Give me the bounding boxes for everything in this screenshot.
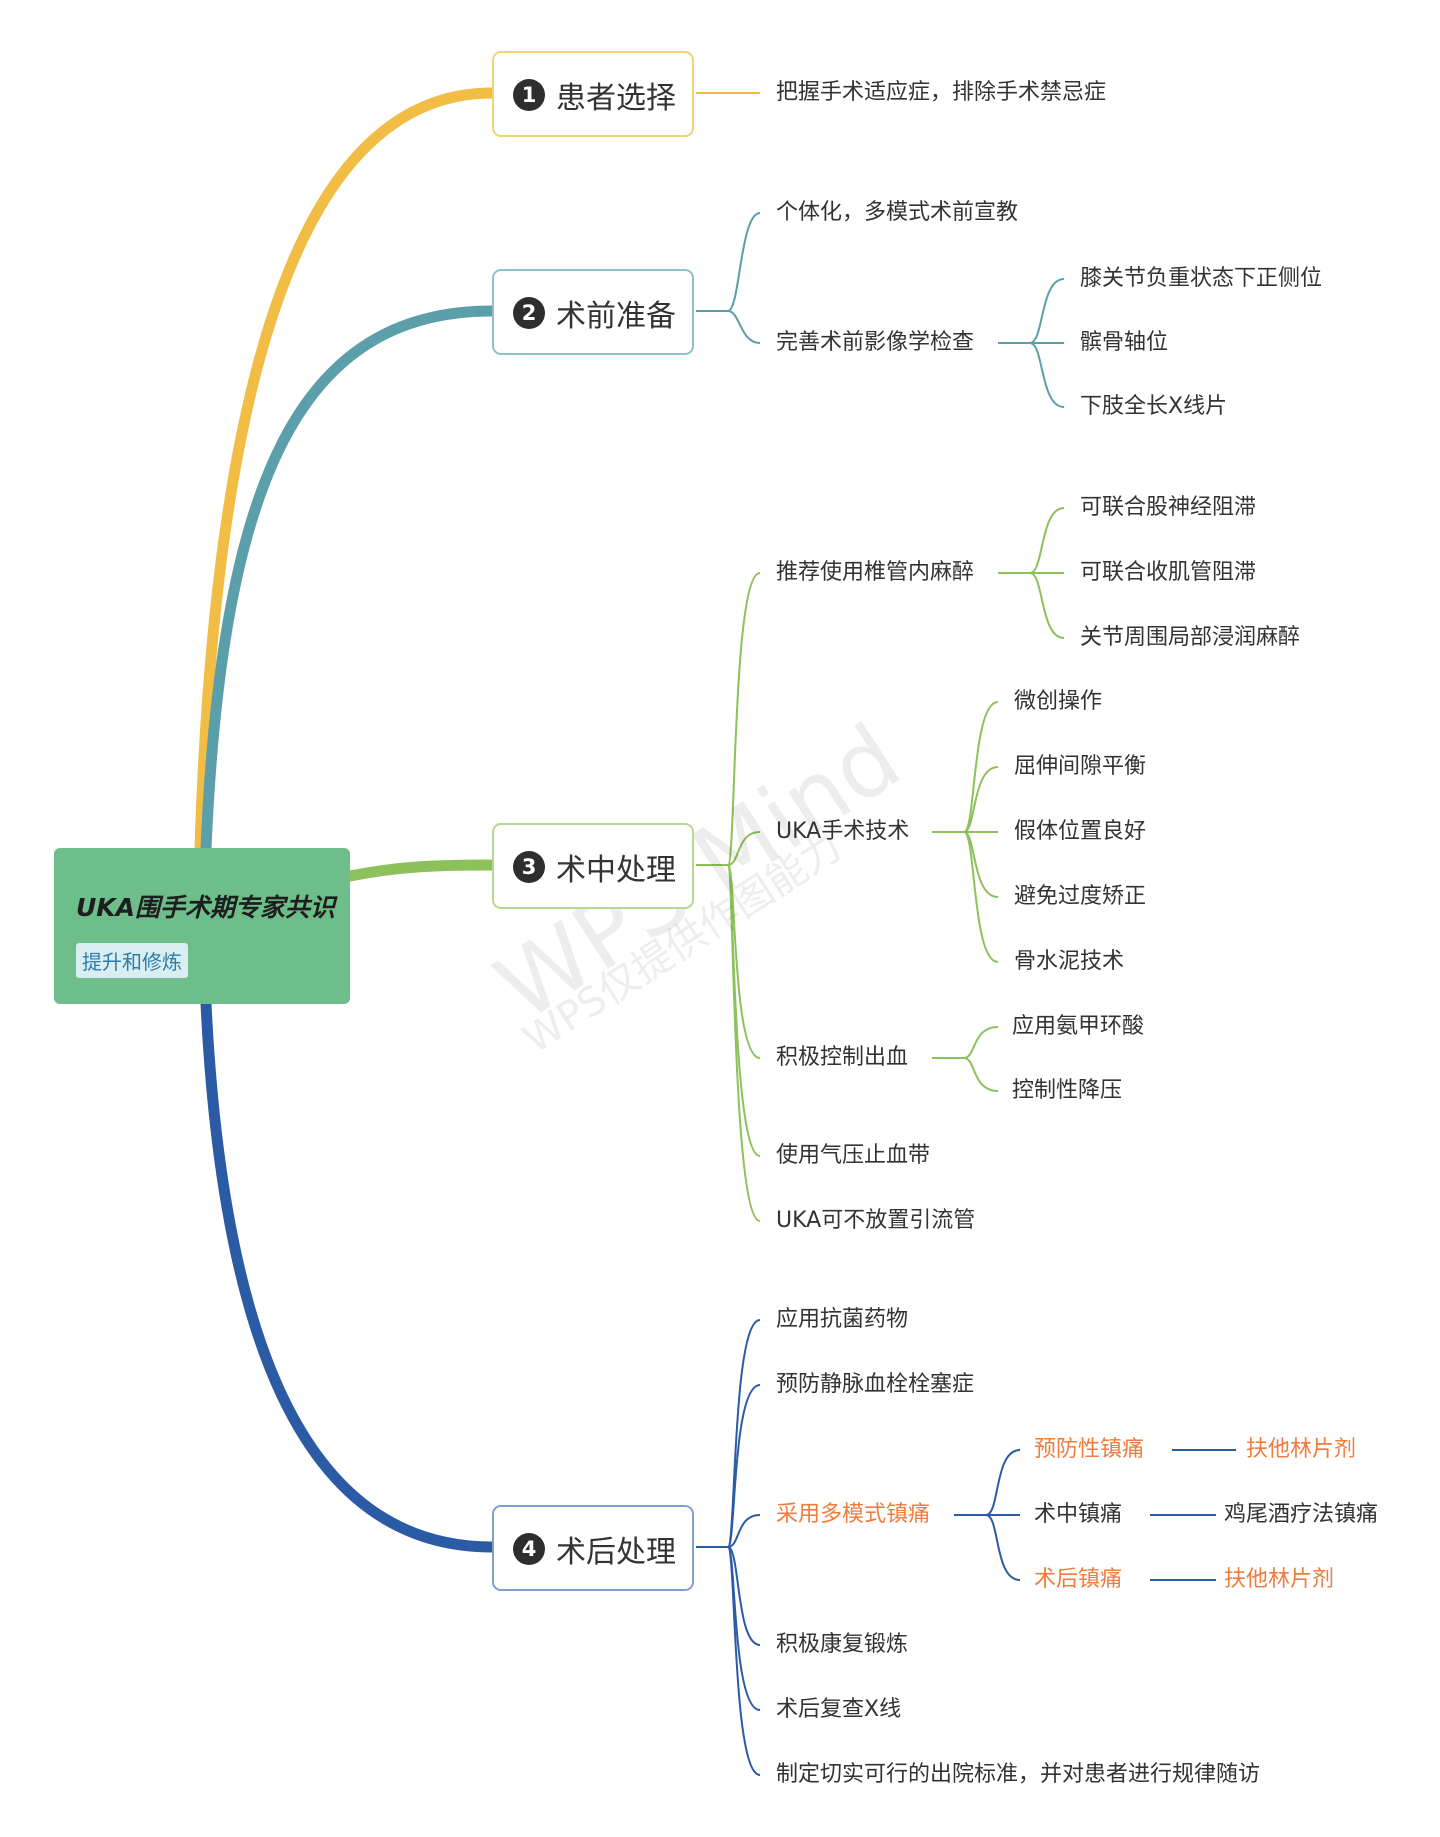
main-topic-1[interactable]: 1 患者选择 [492,51,694,137]
root-tag: 提升和修炼 [76,943,188,978]
leaf-topic[interactable]: 屈伸间隙平衡 [1014,754,1147,779]
lines-b3 [696,507,1065,1222]
leaf-topic[interactable]: 可联合收肌管阻滞 [1080,560,1257,585]
subtopic[interactable]: 应用抗菌药物 [776,1307,909,1332]
main-topic-2-label: 术前准备 [556,299,676,334]
subtopic[interactable]: 把握手术适应症，排除手术禁忌症 [776,80,1107,105]
leaf-topic[interactable]: 假体位置良好 [1014,819,1147,844]
main-topic-3-label: 术中处理 [556,853,676,888]
main-topic-4-label: 术后处理 [556,1535,676,1570]
number-badge-3: 3 [513,851,545,883]
subtopic[interactable]: 积极康复锻炼 [776,1632,909,1657]
subtopic[interactable]: UKA可不放置引流管 [776,1208,976,1233]
subtopic[interactable]: 预防静脉血栓栓塞症 [776,1372,975,1397]
main-topic-1-label: 患者选择 [556,81,676,116]
main-topic-3[interactable]: 3 术中处理 [492,823,694,909]
main-topic-4[interactable]: 4 术后处理 [492,1505,694,1591]
leaf-topic[interactable]: 膝关节负重状态下正侧位 [1080,266,1323,291]
leaf-topic[interactable]: 鸡尾酒疗法镇痛 [1224,1502,1379,1527]
subtopic[interactable]: 术后复查X线 [776,1697,902,1722]
leaf-topic[interactable]: 微创操作 [1014,689,1103,714]
leaf-topic-highlight[interactable]: 扶他林片剂 [1246,1437,1357,1462]
leaf-topic-highlight[interactable]: 扶他林片剂 [1224,1567,1335,1592]
subtopic[interactable]: 推荐使用椎管内麻醉 [776,560,975,585]
lines-b2 [696,212,1065,408]
trunk-2 [200,305,498,854]
leaf-topic[interactable]: 术中镇痛 [1034,1502,1123,1527]
subtopic[interactable]: UKA手术技术 [776,819,910,844]
trunk-3 [344,859,498,882]
main-topic-2[interactable]: 2 术前准备 [492,269,694,355]
leaf-topic[interactable]: 控制性降压 [1012,1078,1123,1103]
subtopic[interactable]: 完善术前影像学检查 [776,330,975,355]
root-title: UKA围手术期专家共识 [76,893,336,922]
leaf-topic[interactable]: 下肢全长X线片 [1080,394,1228,419]
lines-b4 [696,1319,1236,1776]
leaf-topic[interactable]: 可联合股神经阻滞 [1080,495,1257,520]
subtopic[interactable]: 积极控制出血 [776,1045,909,1070]
subtopic[interactable]: 个体化，多模式术前宣教 [776,200,1019,225]
leaf-topic-highlight[interactable]: 预防性镇痛 [1034,1437,1145,1462]
subtopic-highlight[interactable]: 采用多模式镇痛 [776,1502,931,1527]
number-badge-2: 2 [513,297,545,329]
number-badge-4: 4 [513,1533,545,1565]
subtopic[interactable]: 使用气压止血带 [776,1143,931,1168]
leaf-topic[interactable]: 髌骨轴位 [1080,330,1169,355]
number-badge-1: 1 [513,79,545,111]
trunk-1 [194,87,498,854]
leaf-topic[interactable]: 应用氨甲环酸 [1012,1014,1145,1039]
subtopic[interactable]: 制定切实可行的出院标准，并对患者进行规律随访 [776,1762,1261,1787]
leaf-topic[interactable]: 避免过度矫正 [1014,884,1147,909]
leaf-topic[interactable]: 骨水泥技术 [1014,949,1125,974]
leaf-topic[interactable]: 关节周围局部浸润麻醉 [1080,625,1301,650]
trunk-4 [200,998,498,1553]
root-topic[interactable]: UKA围手术期专家共识 提升和修炼 [54,848,350,1004]
leaf-topic-highlight[interactable]: 术后镇痛 [1034,1567,1123,1592]
